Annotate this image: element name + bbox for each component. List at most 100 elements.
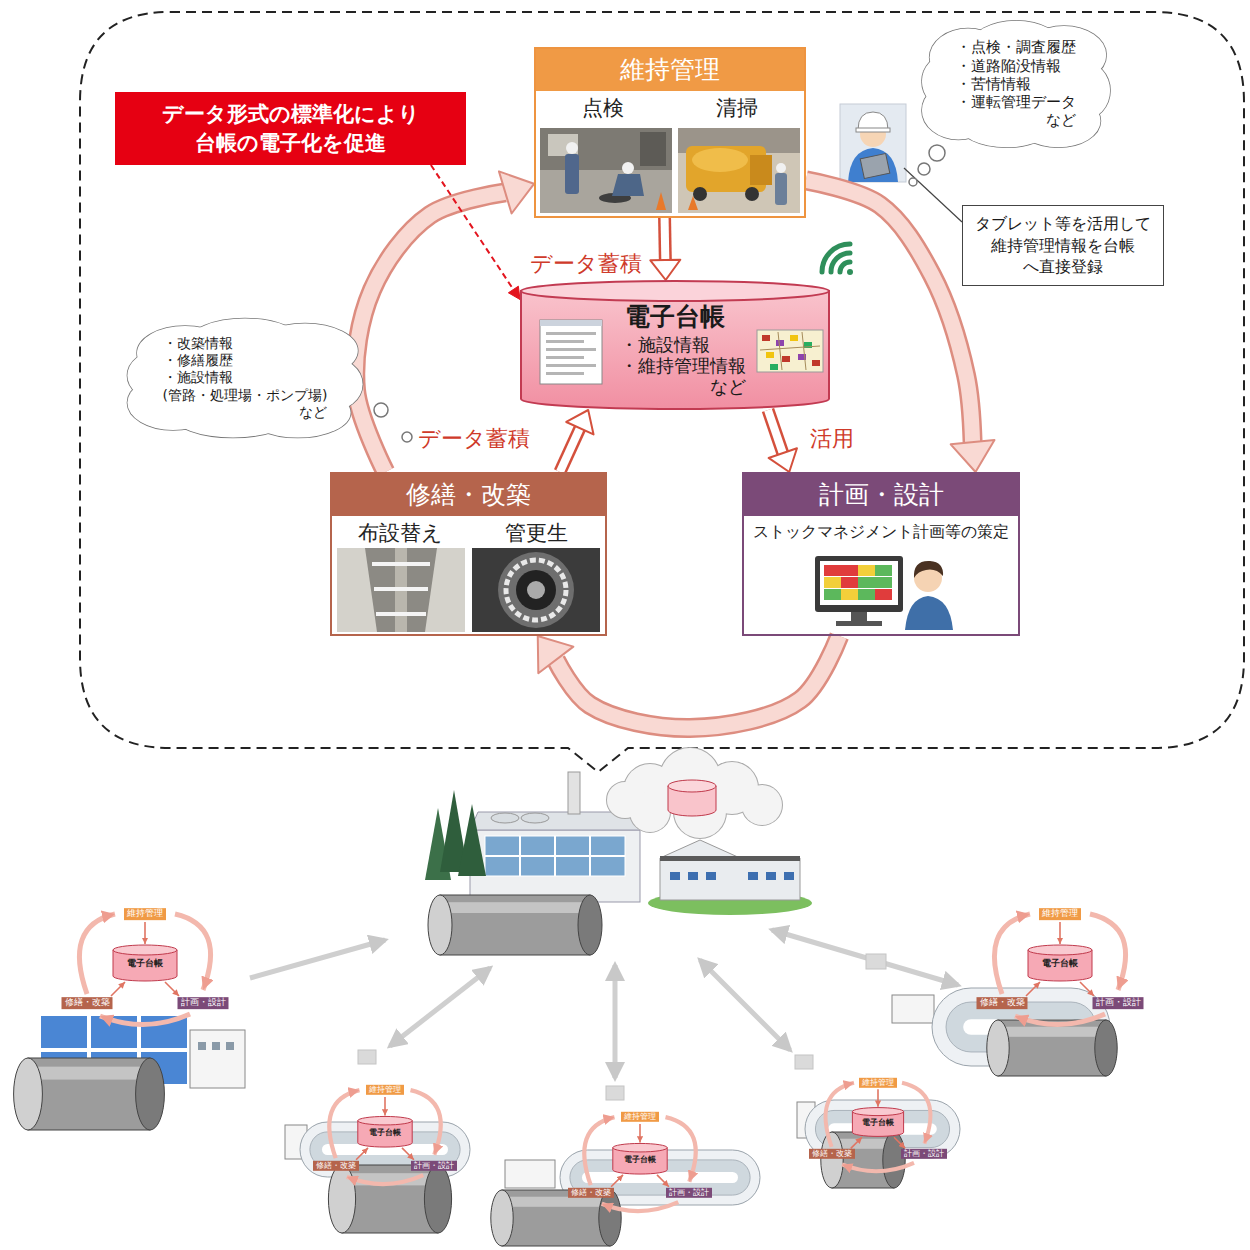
text-group: データ形式の標準化により 台帳の電子化を促進 xyxy=(123,100,458,157)
thought-bubbles xyxy=(402,432,412,442)
mini-cycle xyxy=(79,914,115,994)
mini-cycle xyxy=(113,945,177,955)
flow-arrow xyxy=(560,410,594,472)
mini-cycle xyxy=(411,1090,441,1155)
mini-cycle-label: 電子台帳 xyxy=(859,1118,897,1128)
mini-cycle xyxy=(613,1143,667,1152)
mini-cycle-label: 計画・設計 xyxy=(1093,997,1144,1009)
ledger-database: 電子台帳・施設情報・維持管理情報など xyxy=(520,280,830,410)
mini-cycle xyxy=(165,982,179,996)
worker-with-tablet xyxy=(848,148,898,182)
sewer-network xyxy=(772,930,958,985)
map-thumbnail xyxy=(762,335,770,341)
mini-cycle-label: 維持管理 xyxy=(1039,908,1081,920)
central-plant xyxy=(630,792,670,832)
mini-cycle-label: 維持管理 xyxy=(124,908,166,920)
mini-cycle-label: 電子台帳 xyxy=(366,1127,404,1137)
central-plant xyxy=(428,895,452,955)
central-plant xyxy=(688,872,698,880)
inspection-photo xyxy=(612,174,644,196)
cloud-item: ・修繕履歴 xyxy=(163,352,233,369)
small-plant xyxy=(505,1160,555,1188)
screen-thumbnail xyxy=(546,332,596,335)
pipe-replacement-photo xyxy=(337,548,465,632)
planner-illustration xyxy=(820,561,898,605)
small-plant xyxy=(821,1132,843,1188)
sewer-network xyxy=(700,960,790,1050)
mini-cycle xyxy=(657,1175,669,1187)
thought-bubbles xyxy=(374,403,388,417)
cycle-arrow xyxy=(556,636,839,728)
thought-bubbles xyxy=(918,163,930,175)
mini-cycle xyxy=(994,914,1030,994)
pipe-replacement-photo xyxy=(372,562,430,566)
map-thumbnail xyxy=(776,340,784,346)
central-plant xyxy=(485,836,625,876)
wireless-icon xyxy=(822,244,853,275)
small-plant xyxy=(424,1165,451,1233)
mini-cycle xyxy=(1090,914,1126,990)
planner-illustration xyxy=(858,565,875,576)
pipe-rehabilitation-photo xyxy=(498,552,574,628)
central-plant xyxy=(485,855,625,857)
left-plant xyxy=(136,1058,165,1130)
maintenance-box: 維持管理点検清掃 xyxy=(534,47,806,218)
mini-cycle-label: 電子台帳 xyxy=(124,958,166,970)
panel-heading: 維持管理 xyxy=(536,49,804,91)
pipe-rehabilitation-photo xyxy=(472,548,600,632)
pipe-replacement-photo xyxy=(365,548,437,632)
flow-arrow xyxy=(661,218,670,260)
sewer-network xyxy=(390,968,490,1046)
flow-arrow xyxy=(768,410,783,453)
cycle-arrow xyxy=(556,636,839,728)
inspection-photo xyxy=(566,142,578,154)
dashed-arrow xyxy=(508,286,520,299)
left-plant xyxy=(198,1042,206,1050)
mini-cycle-label: 維持管理 xyxy=(621,1112,659,1122)
pipe-rehabilitation-photo xyxy=(472,548,600,632)
central-plant xyxy=(440,895,590,955)
left-plant xyxy=(226,1042,234,1050)
central-plant xyxy=(660,840,800,900)
central-plant xyxy=(568,772,580,814)
small-plant xyxy=(797,1100,960,1188)
planner-illustration xyxy=(905,596,953,630)
cycle-arrow xyxy=(951,440,995,472)
mini-cycle-label: 計画・設計 xyxy=(666,1188,712,1198)
inspection-photo xyxy=(622,162,634,174)
central-plant xyxy=(706,872,716,880)
mini-cycle xyxy=(356,1148,368,1160)
mini-cycle xyxy=(877,1089,879,1107)
pipe-replacement-photo xyxy=(337,548,465,632)
mini-cycle-label: 電子台帳 xyxy=(1039,958,1081,970)
panel-heading: 修繕・改築 xyxy=(332,474,605,516)
mini-cycle-label: 修繕・改築 xyxy=(977,997,1028,1009)
sewer-network xyxy=(795,1055,813,1069)
mini-cycle xyxy=(666,1117,696,1182)
panel-subheading: 清掃 xyxy=(716,94,758,122)
note-text: タブレット等を活用して 維持管理情報を台帳 へ直接登録 xyxy=(971,213,1155,278)
flow-arrow xyxy=(560,428,580,472)
map-thumbnail xyxy=(812,360,820,366)
planner-illustration xyxy=(824,589,841,600)
pipe-replacement-photo xyxy=(376,612,426,616)
cycle-arrow xyxy=(355,171,534,472)
central-plant xyxy=(766,872,776,880)
small-plant xyxy=(883,1132,905,1188)
planner-illustration xyxy=(824,565,841,576)
inspection-photo xyxy=(540,128,672,213)
panel-subheading: 布設替え xyxy=(358,519,443,547)
cleaning-photo xyxy=(745,187,759,201)
central-plant xyxy=(742,785,782,825)
planner-illustration xyxy=(875,577,892,588)
repair-data-cloud: ・改築情報・修繕履歴・施設情報(管路・処理場・ポンプ場)など xyxy=(125,316,365,440)
mini-cycle-label: 修繕・改築 xyxy=(313,1161,359,1171)
planner-illustration xyxy=(914,561,943,578)
small-plant xyxy=(502,1197,610,1207)
mini-cycle xyxy=(584,1117,614,1185)
flow-arrow xyxy=(768,410,783,453)
mini-cycle xyxy=(100,1014,190,1025)
sewer-network xyxy=(613,965,618,1078)
central-plant xyxy=(491,813,519,823)
worker-with-tablet xyxy=(840,104,906,182)
